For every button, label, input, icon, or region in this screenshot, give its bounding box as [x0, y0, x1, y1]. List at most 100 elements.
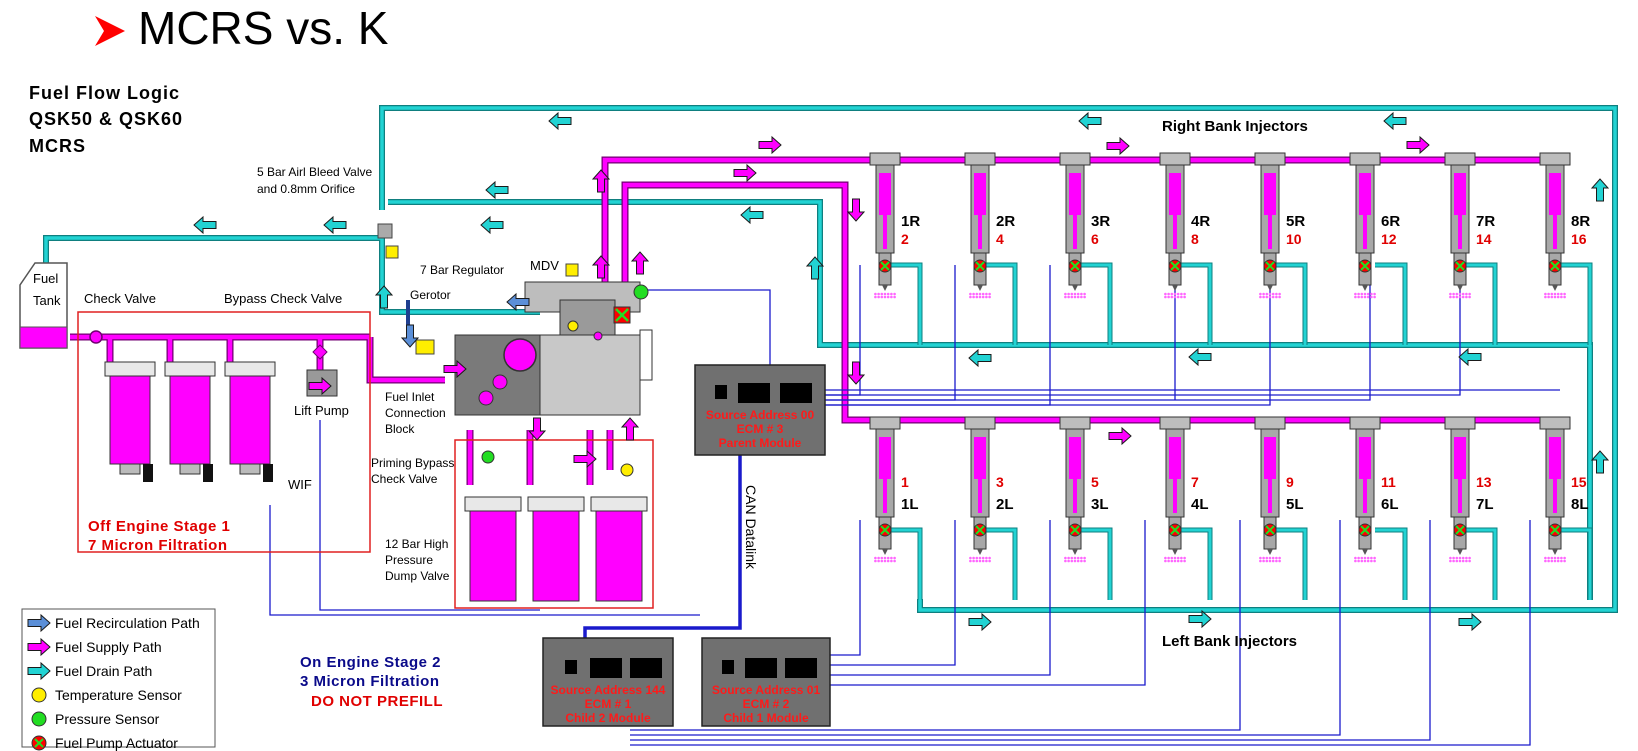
flow-arrow-left-icon — [193, 215, 217, 235]
flow-arrow-down-icon — [527, 417, 547, 441]
injector-actuator-icon — [1168, 523, 1182, 537]
ecm-child2-line-1: Source Address 144 — [551, 683, 666, 697]
fuel-spray-icon — [1449, 292, 1471, 299]
legend-item: Fuel Drain Path — [27, 661, 152, 681]
injector-actuator-icon — [1358, 259, 1372, 273]
fuel-spray-icon — [1259, 556, 1281, 563]
injector-firing-number: 14 — [1476, 231, 1492, 247]
injector-actuator-icon — [1548, 259, 1562, 273]
injector-name: 3L — [1091, 496, 1109, 513]
fuel-spray-icon — [969, 556, 991, 563]
legend-item: Temperature Sensor — [31, 687, 182, 703]
flow-arrow-right-icon — [733, 163, 757, 183]
stage2-filter — [590, 496, 648, 602]
wif-label: WIF — [288, 477, 312, 492]
injector-actuator-icon — [1263, 523, 1277, 537]
legend-item: Pressure Sensor — [31, 711, 160, 727]
pump-pressure-sensor-icon — [633, 284, 649, 300]
fuel-spray-icon — [1164, 292, 1186, 299]
injector-name: 5L — [1286, 496, 1304, 513]
ecm-wiring — [269, 265, 1560, 746]
flow-arrow-left-icon — [1383, 111, 1407, 131]
title-bullet-arrow-icon — [95, 16, 125, 46]
legend-label: Temperature Sensor — [55, 687, 182, 703]
priming-bypass-label-1: Priming Bypass — [371, 456, 454, 470]
ecm-child1-line-2: ECM # 2 — [743, 697, 790, 711]
injector-firing-number: 5 — [1091, 474, 1099, 490]
ecm-parent-line-3: Parent Module — [719, 436, 802, 450]
mdv-icon — [565, 263, 579, 277]
legend-arrow-icon — [27, 661, 51, 681]
left-bank-label: Left Bank Injectors — [1162, 633, 1297, 650]
flow-arrow-right-icon — [1406, 135, 1430, 155]
injector-firing-number: 2 — [901, 231, 909, 247]
lift-pump-label: Lift Pump — [294, 403, 349, 418]
dump-valve-label-3: Dump Valve — [385, 569, 450, 583]
injector-firing-number: 3 — [996, 474, 1004, 490]
injector-actuator-icon — [1068, 523, 1082, 537]
ecm-child1-module: Source Address 01 ECM # 2 Child 1 Module — [701, 637, 831, 727]
flow-arrow-right-icon — [1458, 612, 1482, 632]
ecm-child2-module: Source Address 144 ECM # 1 Child 2 Modul… — [542, 637, 674, 727]
stage1-filter — [104, 361, 156, 482]
legend-arrow-icon — [27, 637, 51, 657]
fuel-spray-icon — [1354, 292, 1376, 299]
heading-line-3: MCRS — [29, 136, 86, 156]
legend-label: Pressure Sensor — [55, 711, 160, 727]
flow-arrows — [193, 111, 1610, 632]
flow-arrow-right-icon — [1188, 609, 1212, 629]
flow-arrow-left-icon — [1458, 347, 1482, 367]
injector: 4L7 — [1159, 416, 1209, 563]
fuel-spray-icon — [1449, 556, 1471, 563]
flow-arrow-down-icon — [846, 198, 866, 222]
injector-firing-number: 11 — [1381, 474, 1396, 490]
injector-name: 6R — [1381, 213, 1400, 230]
injector-name: 4L — [1191, 496, 1209, 513]
injector-firing-number: 10 — [1286, 231, 1302, 247]
injector-actuator-icon — [878, 523, 892, 537]
injector-actuator-icon — [1263, 259, 1277, 273]
dump-valve-label-1: 12 Bar High — [385, 537, 448, 551]
injector-name: 7R — [1476, 213, 1495, 230]
air-bleed-orifice-icon — [385, 245, 399, 259]
legend-item: Fuel Pump Actuator — [31, 735, 178, 751]
fuel-spray-icon — [1164, 556, 1186, 563]
injector: 4R8 — [1159, 152, 1210, 299]
priming-bypass-label-2: Check Valve — [371, 472, 438, 486]
gerotor-label: Gerotor — [410, 288, 451, 302]
legend-arrow-icon — [27, 613, 51, 633]
flow-arrow-right-icon — [1106, 136, 1130, 156]
flow-arrow-left-icon — [323, 215, 347, 235]
flow-arrow-left-icon — [506, 292, 530, 312]
injector: 1L1 — [869, 416, 919, 563]
injector-firing-number: 12 — [1381, 231, 1397, 247]
fuel-pump-assembly — [454, 263, 653, 416]
gerotor-icon — [503, 338, 537, 372]
air-bleed-label-1: 5 Bar Airl Bleed Valve — [257, 165, 372, 179]
stage2-line-1: On Engine Stage 2 — [300, 654, 441, 671]
stage2-box — [454, 439, 654, 609]
ecm-child2-line-2: ECM # 1 — [585, 697, 632, 711]
dump-valve-label-2: Pressure — [385, 553, 433, 567]
fuel-spray-icon — [874, 292, 896, 299]
injector-actuator-icon — [973, 523, 987, 537]
flow-arrow-up-icon — [374, 285, 394, 309]
injector-name: 4R — [1191, 213, 1210, 230]
ecm-parent-line-2: ECM # 3 — [737, 422, 784, 436]
flow-arrow-up-icon — [591, 255, 611, 279]
check-valve-icon — [89, 330, 103, 344]
flow-arrow-down-icon — [846, 361, 866, 385]
bypass-check-valve-icon — [312, 344, 328, 360]
flow-arrow-left-icon — [740, 205, 764, 225]
right-bank-label: Right Bank Injectors — [1162, 118, 1308, 135]
injector-name: 3R — [1091, 213, 1110, 230]
stage2-filter — [527, 496, 585, 602]
injector-firing-number: 15 — [1571, 474, 1587, 490]
